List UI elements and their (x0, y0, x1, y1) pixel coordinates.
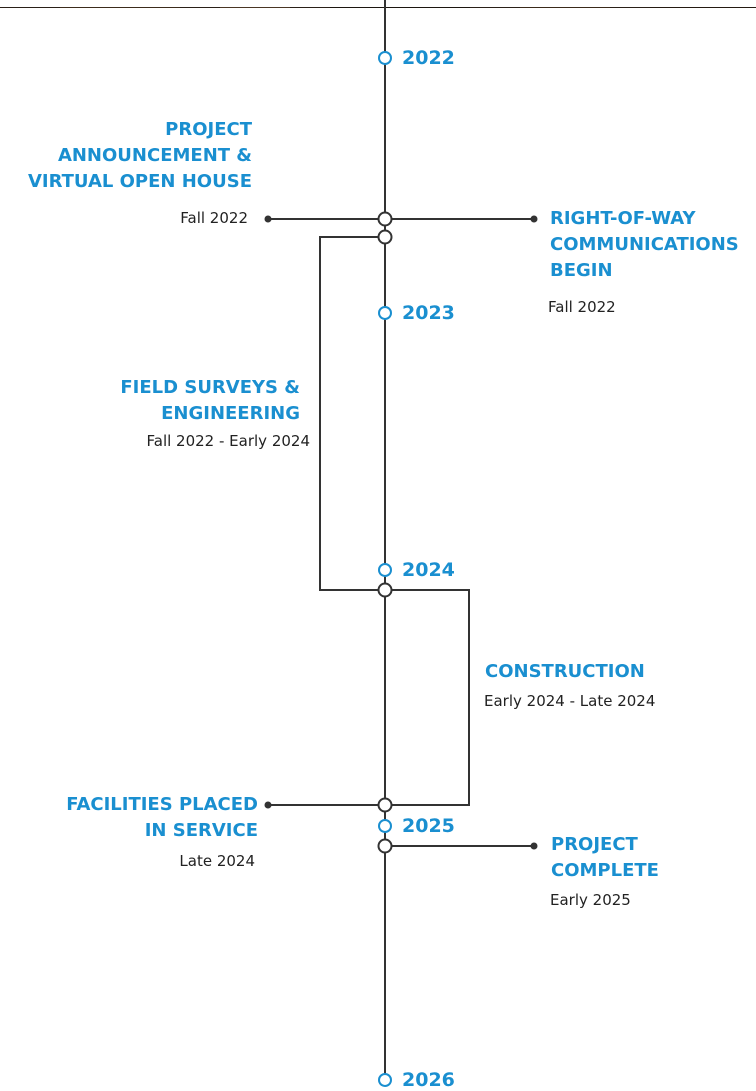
title-line: FIELD SURVEYS & (120, 377, 300, 398)
title-line: PROJECT (165, 119, 252, 140)
year-label-2022: 2022 (402, 47, 455, 69)
year-label-2026: 2026 (402, 1069, 455, 1091)
milestone-title-field-surveys: FIELD SURVEYS & ENGINEERING (120, 375, 300, 427)
milestone-date-field-surveys: Fall 2022 - Early 2024 (146, 432, 311, 450)
year-label-2025: 2025 (402, 815, 455, 837)
title-line: CONSTRUCTION (485, 661, 645, 682)
year-marker-2023 (378, 306, 392, 320)
year-marker-2026 (378, 1073, 392, 1087)
milestone-node-complete (377, 838, 393, 854)
milestone-title-facilities: FACILITIES PLACED IN SERVICE (66, 792, 258, 844)
banner-image (0, 7, 756, 8)
title-line: RIGHT-OF-WAY (550, 208, 696, 229)
milestone-date-facilities: Late 2024 (179, 852, 255, 870)
year-marker-2025 (378, 819, 392, 833)
construction-bracket (385, 589, 470, 806)
milestone-date-right-of-way: Fall 2022 (548, 298, 616, 316)
year-label-2023: 2023 (402, 302, 455, 324)
milestone-date-announcement: Fall 2022 (180, 209, 248, 227)
title-line: ENGINEERING (161, 403, 300, 424)
year-label-2024: 2024 (402, 559, 455, 581)
milestone-title-construction: CONSTRUCTION (485, 659, 645, 685)
facilities-dot (264, 801, 272, 809)
title-line: IN SERVICE (144, 820, 258, 841)
header-photo-banner (0, 0, 756, 8)
milestone-node-announcement (377, 211, 393, 227)
announcement-dot (264, 215, 272, 223)
title-line: FACILITIES PLACED (66, 794, 258, 815)
title-line: ANNOUNCEMENT & (57, 145, 252, 166)
complete-dot (530, 842, 538, 850)
title-line: PROJECT (551, 834, 638, 855)
title-line: COMMUNICATIONS (550, 234, 739, 255)
year-marker-2024 (378, 563, 392, 577)
title-line: COMPLETE (551, 860, 659, 881)
milestone-node-facilities (377, 797, 393, 813)
milestone-title-announcement: PROJECT ANNOUNCEMENT & VIRTUAL OPEN HOUS… (28, 117, 252, 195)
milestone-date-construction: Early 2024 - Late 2024 (484, 692, 656, 710)
milestone-title-right-of-way: RIGHT-OF-WAY COMMUNICATIONS BEGIN (550, 206, 739, 284)
field-surveys-bracket (319, 236, 385, 591)
title-line: BEGIN (550, 260, 613, 281)
title-line: VIRTUAL OPEN HOUSE (27, 171, 252, 192)
milestone-title-complete: PROJECT COMPLETE (551, 832, 659, 884)
year-marker-2022 (378, 51, 392, 65)
right-of-way-dot (530, 215, 538, 223)
milestone-date-complete: Early 2025 (550, 891, 631, 909)
milestone-node-surveys-start (377, 229, 393, 245)
milestone-node-construction-start (377, 582, 393, 598)
